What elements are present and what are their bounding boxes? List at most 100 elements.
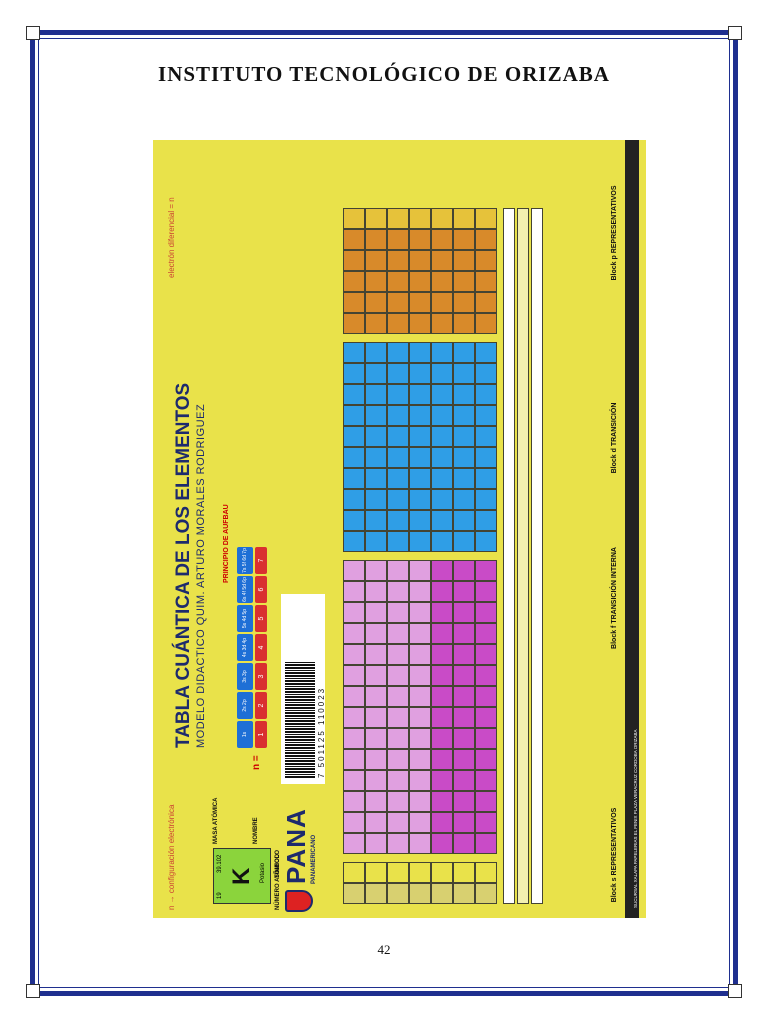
element-cell [343, 208, 365, 229]
barcode-bar [285, 710, 315, 711]
element-cell [387, 644, 409, 665]
element-cell [431, 560, 453, 581]
element-cell [475, 728, 497, 749]
barcode-bar [285, 766, 315, 767]
element-cell [343, 686, 365, 707]
element-cell [387, 510, 409, 531]
element-cell [387, 342, 409, 363]
barcode-bar [285, 760, 315, 762]
barcode-bar [285, 680, 315, 682]
aufbau-n: 5 [255, 605, 267, 632]
element-cell [475, 581, 497, 602]
aufbau-orbitals: 3s 3p [237, 663, 253, 690]
element-cell [453, 531, 475, 552]
barcode-bar [285, 683, 315, 685]
element-cell [409, 707, 431, 728]
element-cell [431, 468, 453, 489]
element-cell [409, 686, 431, 707]
block-s-label: Block s REPRESENTATIVOS [611, 807, 618, 903]
element-cell [409, 560, 431, 581]
element-cell [453, 250, 475, 271]
element-cell [453, 313, 475, 334]
barcode-bar [285, 720, 315, 722]
barcode-bar [285, 699, 315, 701]
element-cell [453, 384, 475, 405]
element-cell [453, 363, 475, 384]
legend-number: 19 [217, 892, 223, 899]
barcode-bar [285, 678, 315, 679]
element-cell [475, 770, 497, 791]
element-cell [431, 363, 453, 384]
element-cell [343, 468, 365, 489]
element-cell [431, 602, 453, 623]
element-cell [387, 468, 409, 489]
barcode-bar [285, 712, 315, 714]
element-cell [343, 770, 365, 791]
element-cell [387, 581, 409, 602]
element-cell [409, 384, 431, 405]
element-cell [453, 623, 475, 644]
barcode-bar [285, 662, 315, 663]
element-cell [365, 510, 387, 531]
element-cell [343, 250, 365, 271]
element-cell [453, 862, 475, 883]
element-cell [431, 644, 453, 665]
element-cell [409, 581, 431, 602]
aufbau-orbitals: 2s 2p [237, 692, 253, 719]
barcode-number: 7 501125 110023 [317, 686, 326, 778]
element-cell [387, 447, 409, 468]
element-cell [453, 229, 475, 250]
element-cell [475, 384, 497, 405]
aufbau-n: 4 [255, 634, 267, 661]
element-cell [453, 644, 475, 665]
barcode-bar [285, 696, 315, 698]
element-cell [387, 707, 409, 728]
element-cell [453, 602, 475, 623]
element-cell [409, 749, 431, 770]
poster-title: TABLA CUÁNTICA DE LOS ELEMENTOS [173, 382, 194, 748]
element-cell [453, 560, 475, 581]
barcode-bar [285, 752, 315, 754]
element-cell [387, 728, 409, 749]
element-cell [387, 560, 409, 581]
barcode-bar [285, 763, 315, 765]
element-cell [453, 271, 475, 292]
element-cell [365, 292, 387, 313]
element-cell [387, 271, 409, 292]
aufbau-n: 2 [255, 692, 267, 719]
element-cell [343, 363, 365, 384]
element-cell [343, 644, 365, 665]
element-cell [431, 791, 453, 812]
element-cell [387, 250, 409, 271]
frame-corner-ornament [728, 26, 742, 40]
element-cell [475, 426, 497, 447]
element-cell [343, 489, 365, 510]
barcode-bar [285, 691, 315, 693]
element-cell [387, 602, 409, 623]
element-cell [409, 208, 431, 229]
element-cell [343, 292, 365, 313]
element-cell [475, 342, 497, 363]
element-cell [409, 447, 431, 468]
barcode-bar [285, 670, 315, 671]
block-d-label: Block d TRANSICIÓN [611, 402, 618, 474]
element-cell [475, 250, 497, 271]
barcode-bar [285, 776, 315, 778]
element-cell [453, 749, 475, 770]
element-cell [475, 665, 497, 686]
element-cell [387, 405, 409, 426]
barcode-bar [285, 723, 315, 725]
element-cell [431, 581, 453, 602]
element-cell [365, 468, 387, 489]
barcode-bar [285, 702, 315, 703]
legend-mass-label: MASA ATÓMICA [213, 797, 219, 844]
aufbau-title: PRINCIPIO DE AUFBAU [223, 504, 230, 583]
element-cell [343, 862, 365, 883]
element-cell [409, 363, 431, 384]
element-cell [453, 728, 475, 749]
element-cell [453, 447, 475, 468]
